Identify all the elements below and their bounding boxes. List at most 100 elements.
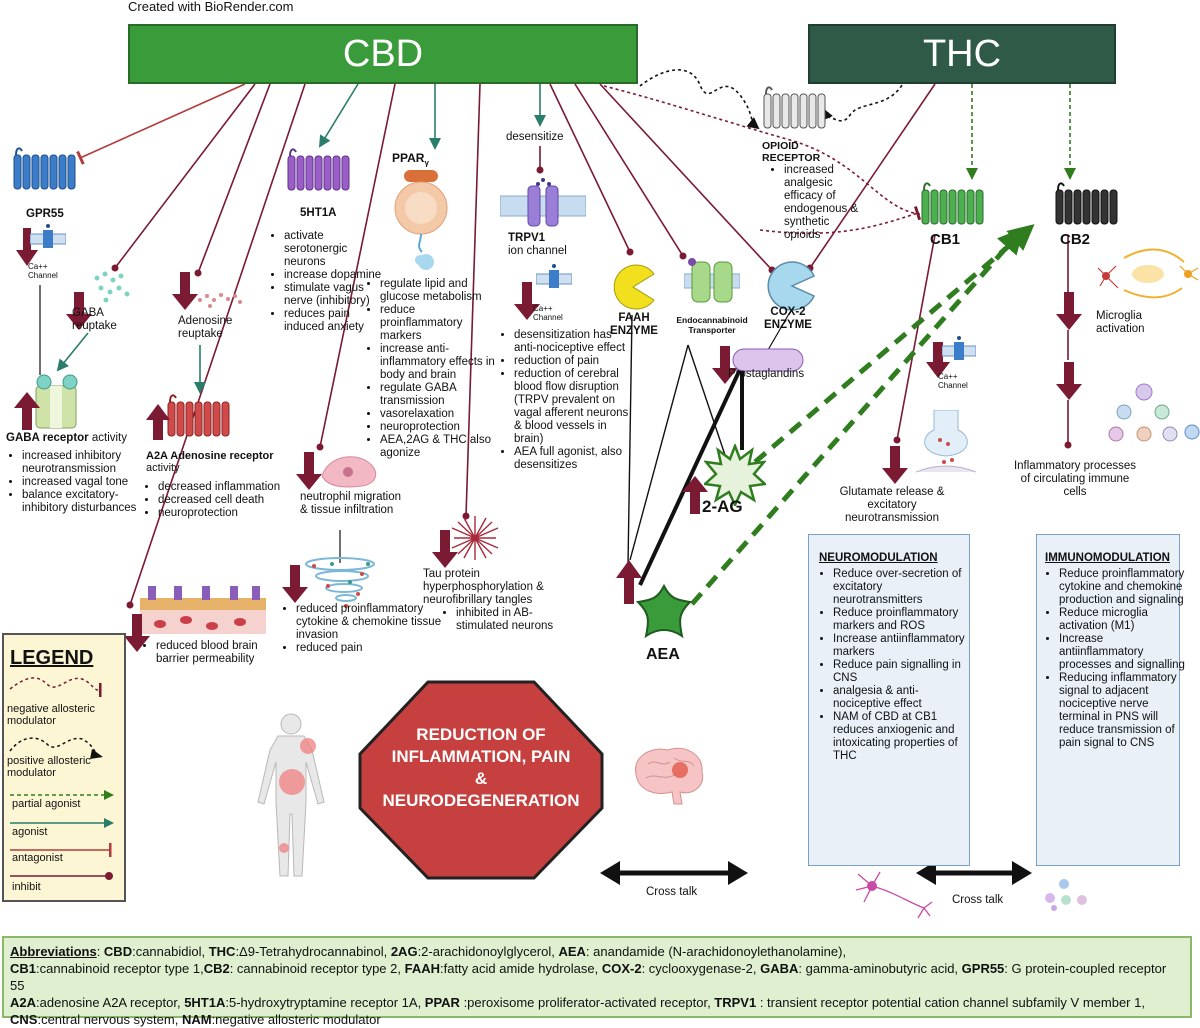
- aea-label: AEA: [646, 646, 680, 663]
- abbreviation-term: TRPV1: [714, 995, 757, 1010]
- abbreviation-definition: :fatty acid amide hydrolase,: [439, 961, 602, 976]
- desensitize-label: desensitize: [506, 131, 564, 143]
- immunomodulation-list: Reduce proinflammatory cytokine and chem…: [1043, 568, 1185, 750]
- down-arrow-icon: [712, 346, 738, 384]
- list-item: balance excitatory-inhibitory disturbanc…: [22, 489, 147, 515]
- list-item: Increase antiinflammatory markers: [833, 633, 973, 659]
- legend-symbols: [9, 677, 114, 880]
- adenosine-reuptake-label: Adenosine reuptake: [178, 315, 233, 340]
- bbb-effects-list: reduced blood brain barrier permeability: [140, 640, 276, 666]
- human-body-icon: [257, 713, 325, 877]
- down-arrow-icon: [926, 342, 950, 378]
- list-item: increased inhibitory neurotransmission: [22, 450, 147, 476]
- 5ht1a-label: 5HT1A: [300, 207, 337, 219]
- abbreviation-definition: : gamma-aminobutyric acid,: [798, 961, 962, 976]
- list-item: increased analgesic efficacy of endogeno…: [784, 164, 864, 242]
- gaba-receptor-activity: GABA receptor activity: [6, 432, 128, 444]
- immunomodulation-panel: IMMUNOMODULATION Reduce proinflammatory …: [1036, 534, 1185, 866]
- outcome-text: REDUCTION OF INFLAMMATION, PAIN & NEUROD…: [382, 725, 580, 810]
- down-arrow-icon: [432, 530, 458, 568]
- faah-label: FAAH ENZYME: [610, 312, 658, 337]
- up-arrow-icon: [14, 392, 40, 430]
- list-item: Reducing inflammatory signal to adjacent…: [1059, 672, 1185, 750]
- synapse-icon: [916, 410, 976, 473]
- abbreviation-term: Abbreviations: [10, 944, 97, 959]
- gpr55-channel-label: Ca++ Channel: [28, 262, 58, 280]
- abbreviation-definition: : cannabinoid receptor type 2,: [229, 961, 405, 976]
- outcome-hexagon-icon: [358, 680, 604, 880]
- ppar-label: PPARγ: [392, 151, 429, 168]
- list-item: stimulate vagus nerve (inhibitory): [284, 282, 384, 308]
- down-arrow-icon: [296, 452, 322, 490]
- cytokine-effects-list: reduced proinflammatory cytokine & chemo…: [280, 603, 446, 655]
- created-with-credit: Created with BioRender.com: [128, 0, 294, 14]
- list-item: neuroprotection: [380, 421, 495, 434]
- a2a-receptor-icon: [167, 394, 230, 437]
- list-item: regulate lipid and glucose metabolism: [380, 278, 495, 304]
- list-item: Reduce microglia activation (M1): [1059, 607, 1185, 633]
- list-item: regulate GABA transmission: [380, 382, 495, 408]
- cross-talk-label-right: Cross talk: [952, 894, 1004, 906]
- down-arrow-icon: [1056, 292, 1082, 330]
- list-item: increase dopamine: [284, 269, 384, 282]
- list-item: reduced blood brain barrier permeability: [156, 640, 276, 666]
- abbreviation-term: 5HT1A: [184, 995, 226, 1010]
- list-item: vasorelaxation: [380, 408, 495, 421]
- list-item: neuroprotection: [158, 507, 288, 520]
- legend-agonist: agonist: [12, 826, 48, 838]
- abbreviation-term: GABA: [760, 961, 799, 976]
- list-item: activate serotonergic neurons: [284, 230, 384, 269]
- abbreviation-term: NAM: [181, 1012, 212, 1027]
- abbreviation-definition: : G protein-coupled receptor 55: [10, 961, 1167, 993]
- legend-title: LEGEND: [10, 647, 94, 669]
- microglia-activation-icon: [1097, 248, 1199, 299]
- list-item: decreased cell death: [158, 494, 288, 507]
- prostaglandins-label: Prostaglandins: [728, 368, 805, 380]
- list-item: decreased inflammation: [158, 481, 288, 494]
- abbreviation-term: CB1: [10, 961, 37, 976]
- neutrophil-label: neutrophil migration & tissue infiltrati…: [300, 491, 402, 516]
- list-item: Reduce proinflammatory cytokine and chem…: [1059, 568, 1185, 607]
- 5ht1a-effects-list: activate serotonergic neurons increase d…: [268, 230, 384, 334]
- list-item: analgesia & anti-nociceptive effect: [833, 685, 973, 711]
- legend-negative-allosteric: negative allosteric modulator: [7, 703, 96, 727]
- cbd-banner: CBD: [128, 24, 638, 84]
- abbreviation-definition: :2-arachidonoylglycerol,: [417, 944, 559, 959]
- list-item: Reduce proinflammatory markers and ROS: [833, 607, 973, 633]
- gaba-reuptake-label: GABA reuptake: [72, 307, 117, 332]
- list-item: Increase antiinflammatory processes and …: [1059, 633, 1185, 672]
- cross-talk-label-left: Cross talk: [646, 886, 698, 898]
- down-arrow-icon: [1056, 362, 1082, 400]
- abbreviation-term: FAAH: [404, 961, 440, 976]
- abbreviation-term: GPR55: [961, 961, 1005, 976]
- ppar-effects-list: regulate lipid and glucose metabolism re…: [364, 278, 495, 460]
- cb1-receptor-icon: [921, 182, 984, 225]
- down-arrow-icon: [172, 272, 198, 310]
- up-arrow-icon: [616, 560, 642, 604]
- transporter-label: Endocannabinoid Transporter: [676, 315, 748, 335]
- cb2-receptor-icon: [1055, 182, 1118, 225]
- legend-inhibit: inhibit: [12, 881, 41, 893]
- trpv1-effects-list: desensitization has anti-nociceptive eff…: [498, 329, 632, 472]
- opioid-label: OPIOID RECEPTOR: [762, 140, 821, 164]
- microglia-activation-label: Microglia activation: [1096, 310, 1145, 335]
- list-item: AEA full agonist, also desensitizes: [514, 446, 632, 472]
- a2a-receptor-activity: A2A Adenosine receptor activity: [146, 450, 274, 474]
- down-arrow-icon: [66, 292, 92, 330]
- blood-brain-barrier-icon: [140, 586, 266, 634]
- list-item: increase anti-inflammatory effects in bo…: [380, 343, 495, 382]
- abbreviations-panel: Abbreviations: CBD:cannabidiol, THC:Δ9-T…: [2, 936, 1192, 1027]
- abbreviation-term: CB2: [203, 961, 230, 976]
- gpr55-receptor-icon: [13, 147, 76, 190]
- 5ht1a-receptor-icon: [287, 148, 350, 191]
- list-item: reduces pain induced anxiety: [284, 308, 384, 334]
- list-item: desensitization has anti-nociceptive eff…: [514, 329, 632, 355]
- inflammatory-processes-label: Inflammatory processes of circulating im…: [1013, 460, 1137, 498]
- abbreviation-definition: :cannabinoid receptor type 1,: [36, 961, 204, 976]
- abbreviation-definition: :central nervous system,: [37, 1012, 182, 1027]
- abbreviation-definition: :negative allosteric modulator: [211, 1012, 381, 1027]
- list-item: Reduce over-secretion of excitatory neur…: [833, 568, 973, 607]
- list-item: AEA,2AG & THC also agonize: [380, 434, 495, 460]
- gaba-receptor-icon: [35, 374, 78, 429]
